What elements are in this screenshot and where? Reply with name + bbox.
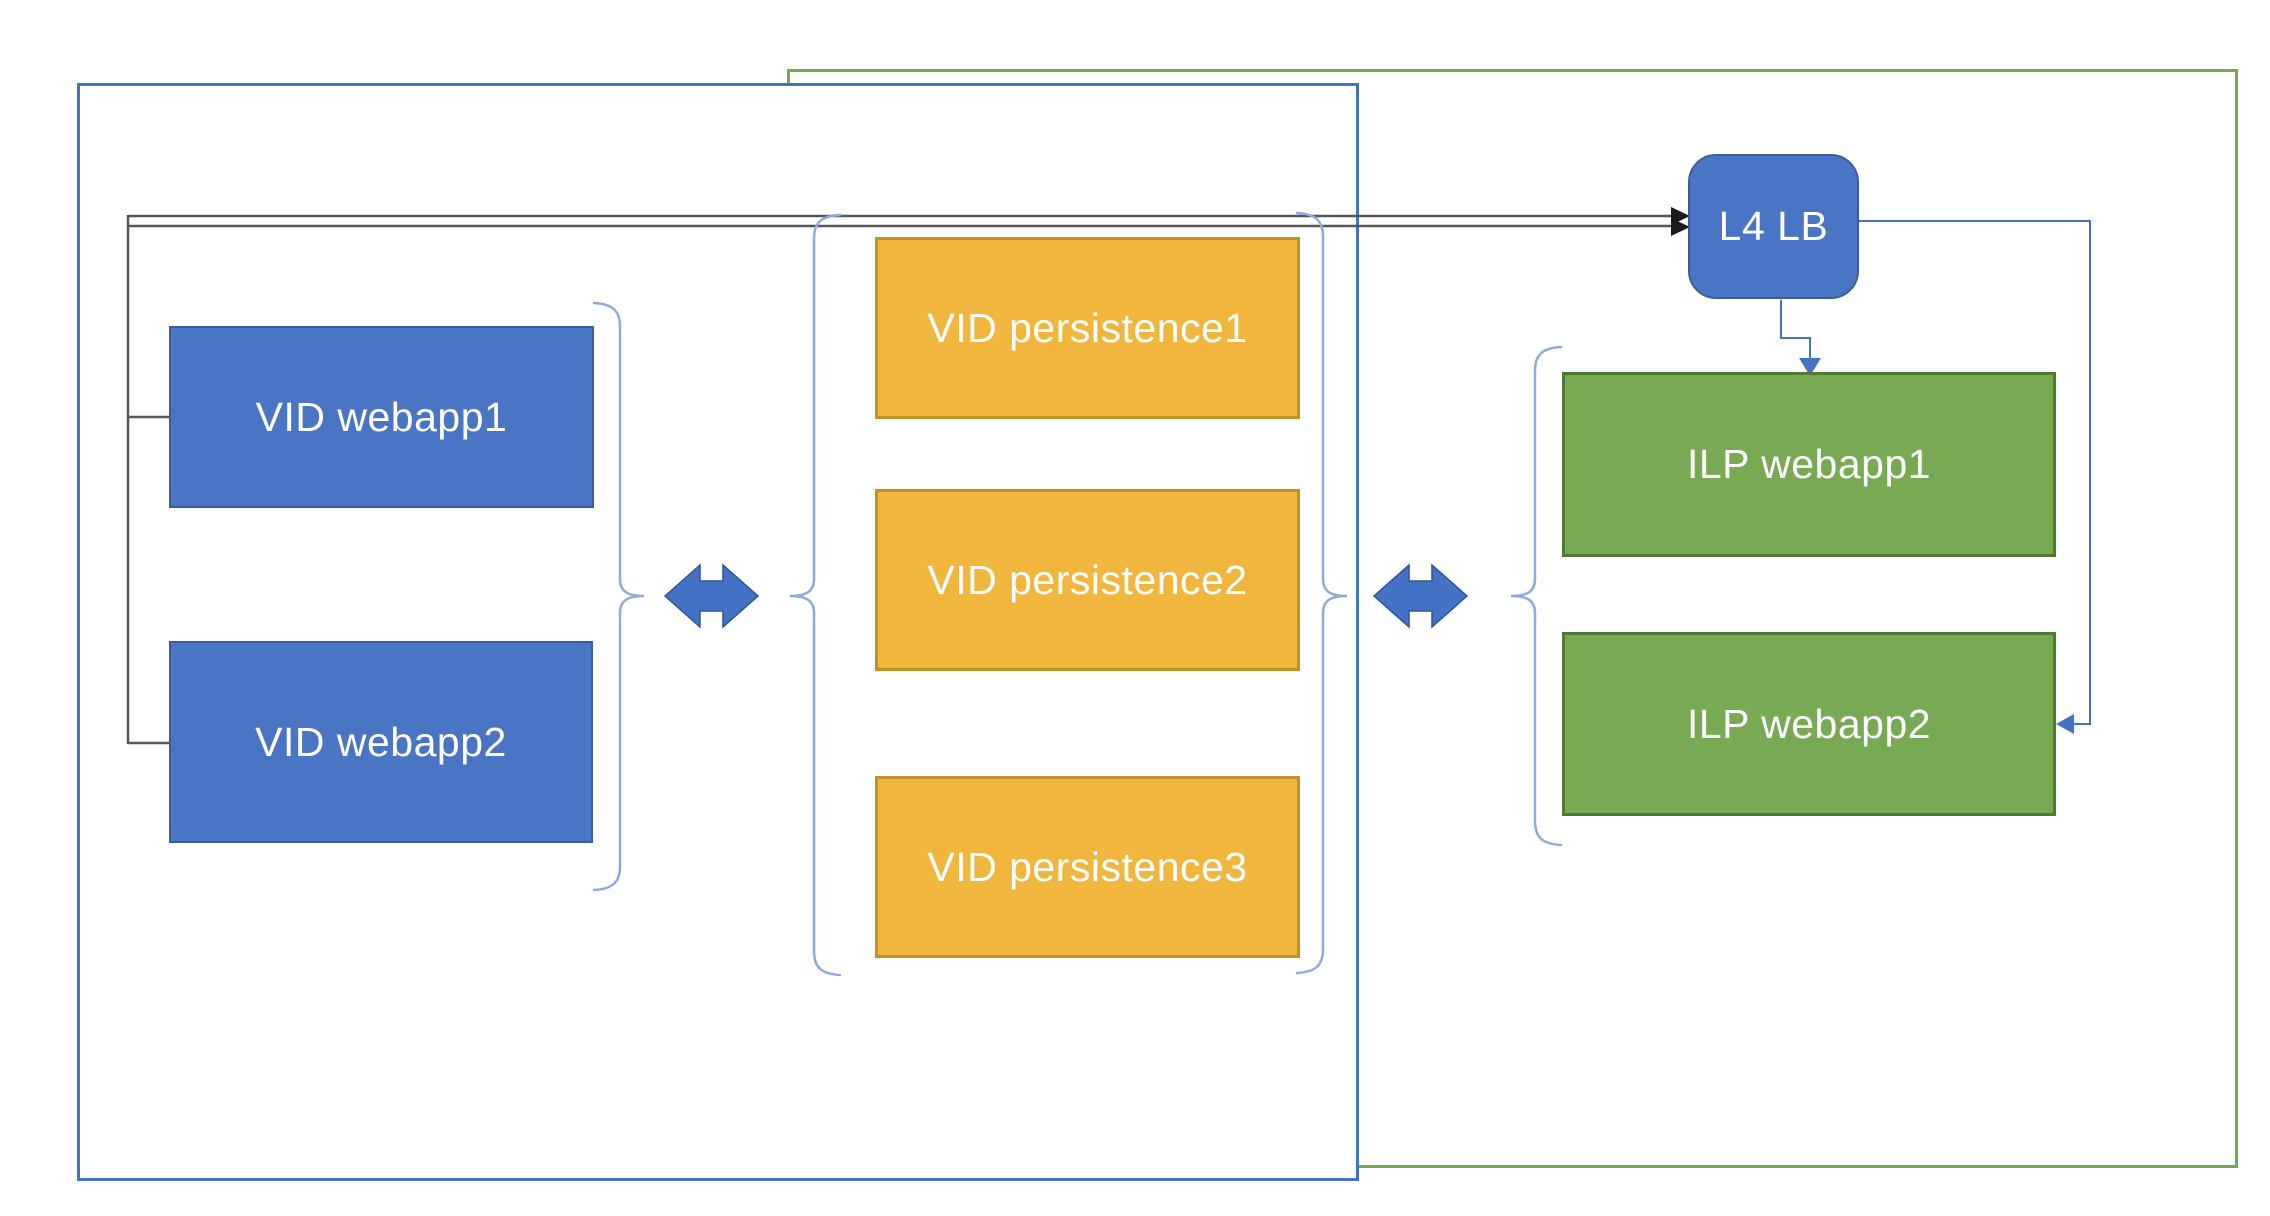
brace-vid-persistence-group-left	[789, 213, 842, 977]
node-vid-persistence1: VID persistence1	[875, 237, 1300, 419]
node-vid-persistence2-label: VID persistence2	[927, 556, 1248, 603]
node-ilp-webapp2: ILP webapp2	[1562, 632, 2056, 816]
node-ilp-webapp1: ILP webapp1	[1562, 372, 2056, 557]
node-vid-persistence2: VID persistence2	[875, 489, 1300, 671]
node-ilp-webapp2-label: ILP webapp2	[1686, 700, 1932, 747]
node-vid-persistence1-label: VID persistence1	[927, 304, 1248, 351]
node-vid-webapp1: VID webapp1	[169, 326, 594, 508]
connector-l4lb-to-ilp-webapp2	[1859, 220, 2091, 725]
node-ilp-webapp1-label: ILP webapp1	[1686, 441, 1932, 487]
node-vid-webapp1-label: VID webapp1	[255, 393, 508, 440]
double-arrow-persistence-ilp	[1372, 563, 1469, 629]
arrowhead-into-ilp-webapp2	[2056, 714, 2074, 734]
node-vid-persistence3: VID persistence3	[875, 776, 1300, 958]
node-vid-webapp2-label: VID webapp2	[255, 718, 507, 765]
brace-ilp-webapp-group-left	[1510, 345, 1563, 847]
brace-vid-webapp-group-right	[592, 301, 645, 892]
double-arrow-webapp-persistence	[663, 563, 760, 629]
node-l4-lb-label: L4 LB	[1718, 203, 1829, 249]
arrowhead-into-ilp-webapp1	[1799, 358, 1821, 376]
node-vid-persistence3-label: VID persistence3	[927, 843, 1248, 890]
arrowhead-into-l4lb-2	[1671, 218, 1690, 236]
node-vid-webapp2: VID webapp2	[169, 641, 593, 843]
connector-l4lb-to-ilp-webapp1	[1780, 300, 1811, 360]
node-l4-lb: L4 LB	[1688, 154, 1859, 299]
brace-vid-persistence-group-right	[1295, 211, 1348, 975]
